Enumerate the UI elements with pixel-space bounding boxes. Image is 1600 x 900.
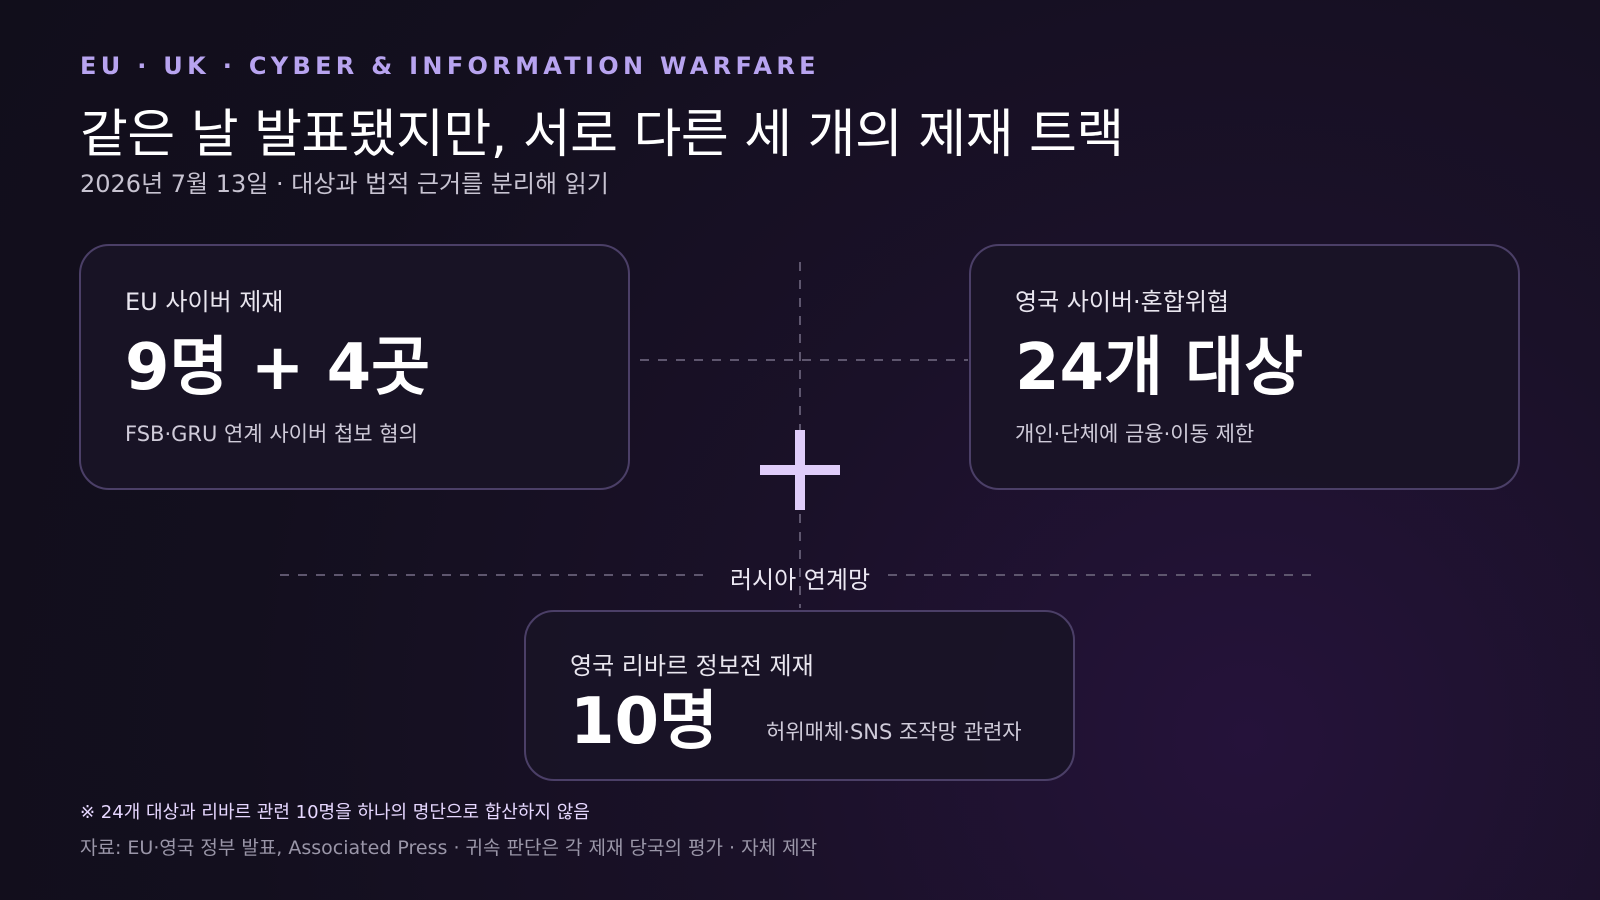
- uk-card-figure: 24개 대상: [1015, 331, 1303, 405]
- source-credit: 자료: EU·영국 정부 발표, Associated Press · 귀속 판…: [80, 837, 818, 859]
- rebar-card-label: 영국 리바르 정보전 제재: [570, 652, 814, 680]
- plus-hub-icon: [760, 430, 840, 510]
- kicker-label: EU · UK · CYBER & INFORMATION WARFARE: [80, 52, 820, 80]
- rebar-card-figure: 10명: [570, 685, 718, 759]
- eu-card-figure: 9명 + 4곳: [125, 331, 431, 405]
- rebar-card-description: 허위매체·SNS 조작망 관련자: [766, 720, 1022, 744]
- uk-card-description: 개인·단체에 금융·이동 제한: [1015, 422, 1255, 446]
- uk-cyber-hybrid-card: 영국 사이버·혼합위협 24개 대상 개인·단체에 금융·이동 제한: [969, 244, 1520, 490]
- eu-card-label: EU 사이버 제재: [125, 288, 284, 316]
- eu-card-description: FSB·GRU 연계 사이버 첩보 혐의: [125, 422, 418, 446]
- page-subtitle: 2026년 7월 13일 · 대상과 법적 근거를 분리해 읽기: [80, 170, 609, 198]
- hub-label: 러시아 연계망: [729, 566, 871, 594]
- uk-card-label: 영국 사이버·혼합위협: [1015, 288, 1229, 316]
- eu-cyber-sanctions-card: EU 사이버 제재 9명 + 4곳 FSB·GRU 연계 사이버 첩보 혐의: [79, 244, 630, 490]
- page-title: 같은 날 발표됐지만, 서로 다른 세 개의 제재 트랙: [80, 105, 1124, 165]
- footnote: ※ 24개 대상과 리바르 관련 10명을 하나의 명단으로 합산하지 않음: [80, 802, 590, 823]
- uk-rebar-infowar-card: 영국 리바르 정보전 제재 10명 허위매체·SNS 조작망 관련자: [524, 610, 1075, 781]
